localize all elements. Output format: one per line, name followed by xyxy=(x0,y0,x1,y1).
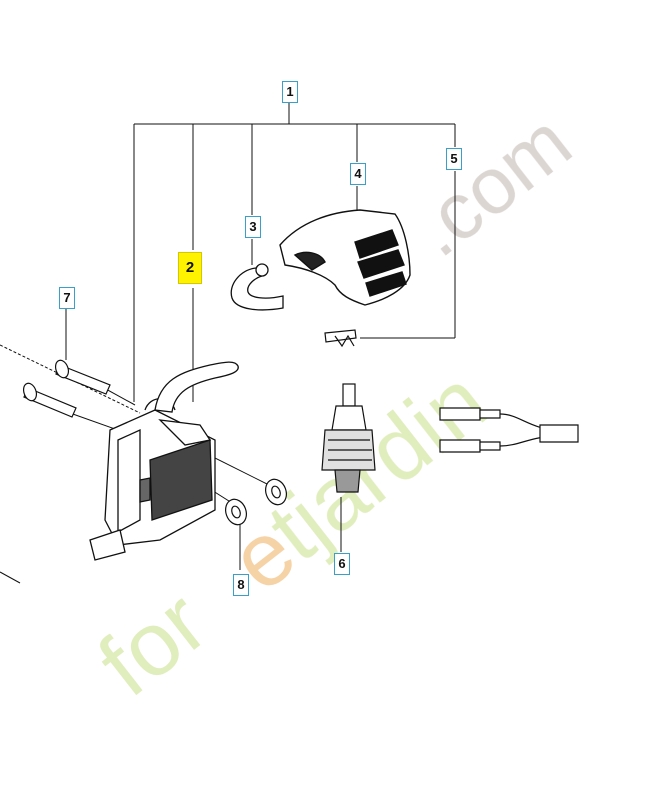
spark-plug-cap-part-4 xyxy=(279,209,411,306)
spark-plug-part-6 xyxy=(321,383,376,493)
callout-5[interactable]: 5 xyxy=(446,148,462,170)
callout-2-highlighted[interactable]: 2 xyxy=(178,252,202,284)
callout-8[interactable]: 8 xyxy=(233,574,249,596)
ignition-lead-part-2 xyxy=(154,361,239,413)
spring-part-5 xyxy=(324,329,357,348)
ignition-module-part-1 xyxy=(89,398,216,561)
callout-4[interactable]: 4 xyxy=(350,163,366,185)
bolt-part-7-upper xyxy=(54,359,111,395)
svg-text:for: for xyxy=(81,572,225,715)
svg-text:tjardin: tjardin xyxy=(251,351,506,581)
leader-lines xyxy=(0,103,456,584)
bolt-part-7-lower xyxy=(22,382,77,418)
boot-hose-part-3 xyxy=(230,263,284,311)
callout-6[interactable]: 6 xyxy=(334,553,350,575)
connector-terminals xyxy=(439,407,579,453)
svg-text:.com: .com xyxy=(396,97,587,274)
washer-part-8 xyxy=(225,478,287,526)
callout-7[interactable]: 7 xyxy=(59,287,75,309)
callout-1[interactable]: 1 xyxy=(282,81,298,103)
callout-3[interactable]: 3 xyxy=(245,216,261,238)
